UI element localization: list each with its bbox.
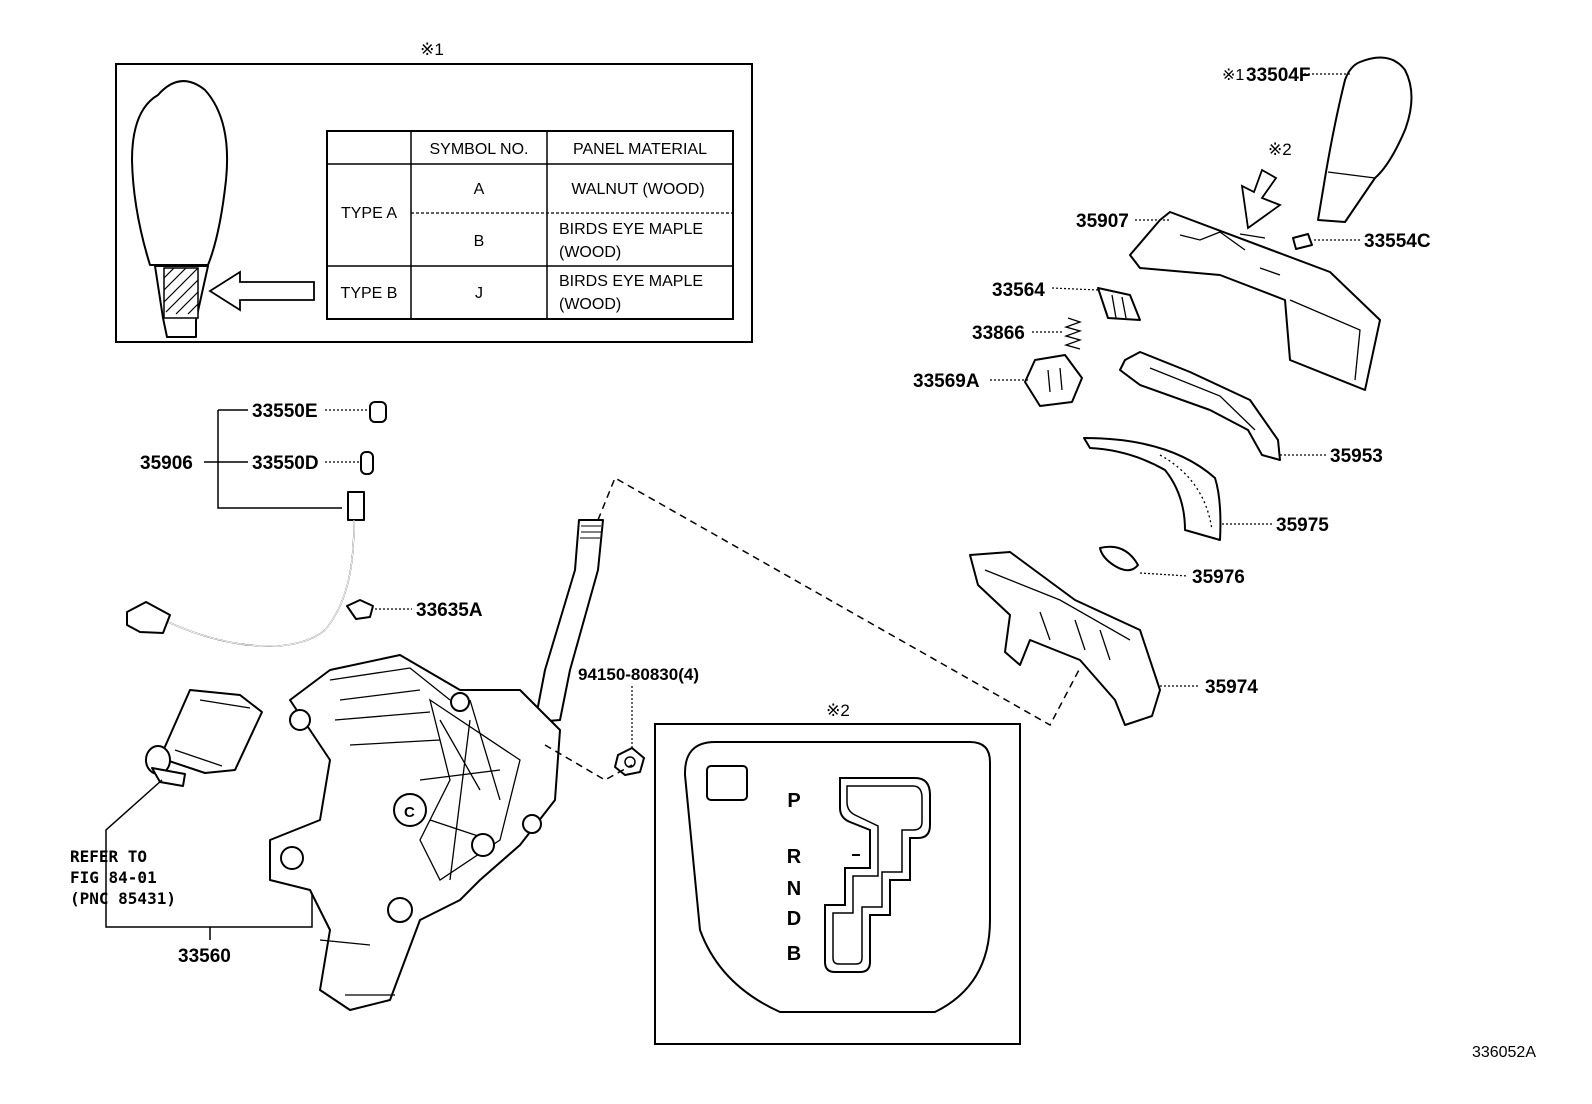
shift-knob-33504F [1317,56,1413,223]
bulb-cap-33550E [369,401,387,423]
panel-35953 [1119,351,1281,461]
refer-note-line3: (PNC 85431) [70,889,176,908]
label-33866: 33866 [972,323,1025,344]
label-35907: 35907 [1076,211,1129,232]
label-35976: 35976 [1192,567,1245,588]
button-33569A [1024,354,1083,407]
label-33564: 33564 [992,280,1045,301]
label-35975: 35975 [1276,515,1329,536]
pointer-arrow [208,270,315,312]
label-33504F: 33504F [1246,65,1310,86]
table-symbol-a: A [474,181,485,198]
table-symbol-b: B [474,233,485,250]
inset2-ref-mark: ※2 [826,701,850,720]
table-type-b: TYPE B [341,285,398,302]
label-33550E: 33550E [252,401,318,422]
panel-hatch-area [163,267,199,319]
spring-33866 [1063,317,1083,350]
refer-note-line2: FIG 84-01 [70,868,157,887]
table-material-b-line2: (WOOD) [559,244,621,261]
knob-detail-illustration [131,80,229,338]
table-material-a: WALNUT (WOOD) [571,181,704,198]
label-35974: 35974 [1205,677,1258,698]
ref-mark-33504F: ※1 [1222,67,1244,84]
ref-mark-arrow: ※2 [1268,140,1292,159]
clip-33635A [346,599,374,620]
diagram-id: 336052A [1472,1044,1536,1061]
label-33554C: 33554C [1364,231,1431,252]
gate-label-d: D [787,908,801,930]
lens-35976 [1099,545,1139,572]
gate-label-b: B [787,943,801,965]
refer-note-line1: REFER TO [70,847,147,866]
clip-33554C [1292,233,1313,250]
housing-letter-c: C [404,804,415,821]
label-33560: 33560 [178,946,231,967]
inset1-frame [115,63,753,343]
inset2-frame [654,723,1021,1045]
gate-label-p: P [787,790,800,812]
housing-35974 [969,551,1161,726]
inset1-ref-mark: ※1 [420,40,444,59]
label-33635A: 33635A [416,600,483,621]
panel-material-table: SYMBOL NO. PANEL MATERIAL TYPE A A WALNU… [326,130,734,320]
table-header-symbol: SYMBOL NO. [430,141,529,158]
table-symbol-j: J [475,285,483,302]
button-33564 [1097,287,1141,321]
shift-lock-solenoid [145,689,263,787]
indicator-plate-35975 [1083,437,1222,541]
gate-label-n: N [787,878,801,900]
nut-94150 [614,747,645,776]
label-35906: 35906 [140,453,193,474]
table-type-a: TYPE A [341,205,397,222]
shift-panel-35907 [1129,211,1381,391]
gate-indicator-square [706,765,748,801]
label-33569A: 33569A [913,371,980,392]
shift-lever-assembly-33560: C [269,519,604,1011]
lever-dashed-line [597,476,1081,727]
socket [347,491,365,521]
table-header-material: PANEL MATERIAL [573,141,707,158]
gate-plate [683,741,991,1013]
label-35953: 35953 [1330,446,1383,467]
bulb-33550D [360,451,374,475]
label-33550D: 33550D [252,453,319,474]
label-94150: 94150-80830(4) [578,665,699,684]
gate-label-r: R [787,846,802,868]
table-material-j-line2: (WOOD) [559,296,621,313]
nut-dashed-line [544,744,633,781]
table-material-j-line1: BIRDS EYE MAPLE [559,273,703,290]
wire-harness-35906 [126,401,387,647]
harness-connector [126,601,171,634]
direction-arrow [1240,168,1282,230]
table-material-b-line1: BIRDS EYE MAPLE [559,221,703,238]
